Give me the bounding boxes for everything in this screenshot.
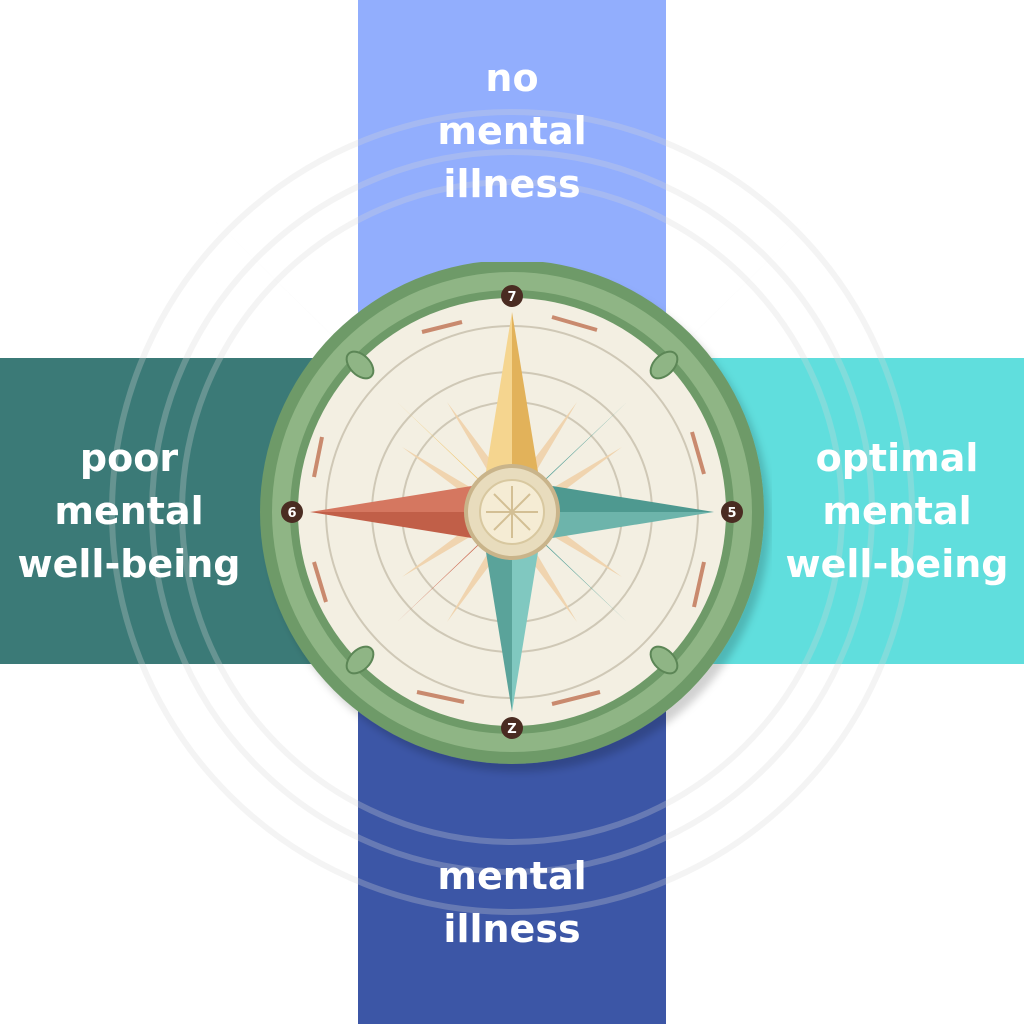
compass-point-west: [310, 484, 512, 512]
label-line: mental: [822, 489, 972, 533]
marker-south: Z: [501, 717, 523, 739]
svg-text:5: 5: [727, 506, 736, 521]
svg-text:6: 6: [287, 506, 296, 521]
label-line: mental: [54, 489, 204, 533]
label-line: poor: [79, 436, 179, 480]
compass: 7 Z 6 5: [260, 262, 764, 764]
label-line: optimal: [815, 436, 979, 480]
label-poor-mental-well-being: poor mental well-being: [0, 432, 258, 591]
leaf-ornaments: [345, 350, 679, 675]
svg-text:Z: Z: [507, 722, 516, 737]
label-line: illness: [443, 162, 581, 206]
label-line: mental: [437, 109, 587, 153]
face-ornaments: [312, 315, 706, 706]
marker-east: 5: [721, 501, 743, 523]
label-line: well-being: [17, 542, 241, 586]
compass-point-north: [484, 312, 512, 512]
label-line: no: [485, 56, 539, 100]
label-line: illness: [443, 907, 581, 951]
label-line: well-being: [785, 542, 1009, 586]
label-optimal-mental-well-being: optimal mental well-being: [770, 432, 1024, 591]
label-line: mental: [437, 854, 587, 898]
compass-point-east: [512, 484, 714, 512]
compass-point-south: [484, 512, 512, 712]
marker-west: 6: [281, 501, 303, 523]
svg-text:7: 7: [507, 290, 516, 305]
label-no-mental-illness: no mental illness: [358, 52, 666, 211]
label-mental-illness: mental illness: [358, 850, 666, 956]
marker-north: 7: [501, 285, 523, 307]
